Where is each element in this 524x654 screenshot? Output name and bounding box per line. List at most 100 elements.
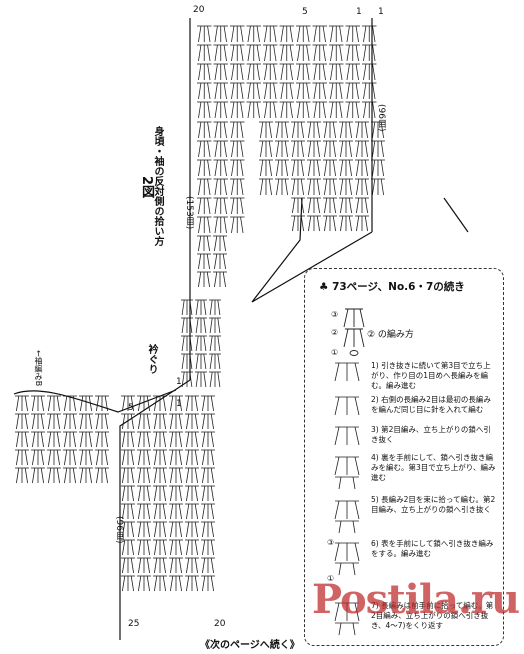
- dc-stitch: [130, 449, 134, 466]
- step-symbol-4: [334, 456, 360, 490]
- dc-stitch: [154, 431, 158, 448]
- dc-stitch: [194, 503, 198, 520]
- dc-stitch: [240, 25, 244, 43]
- dc-stitch: [332, 178, 336, 196]
- count-153: (153目): [184, 196, 194, 230]
- dc-stitch: [207, 63, 211, 81]
- dc-stitch: [247, 82, 251, 100]
- dc-stitch: [56, 431, 60, 448]
- dc-stitch: [207, 159, 211, 177]
- dc-stitch: [130, 395, 134, 412]
- dc-stitch: [306, 63, 310, 81]
- dc-stitch: [363, 44, 367, 62]
- dc-stitch: [162, 575, 166, 592]
- dc-stitch: [186, 413, 190, 430]
- dc-stitch: [122, 395, 126, 412]
- dc-stitch: [348, 215, 352, 232]
- dc-stitch: [308, 140, 312, 158]
- dc-stitch: [300, 178, 304, 196]
- dc-stitch: [162, 413, 166, 430]
- dc-stitch: [214, 121, 218, 139]
- dc-stitch: [16, 395, 20, 412]
- dc-stitch: [364, 140, 368, 158]
- dc-stitch: [324, 197, 328, 214]
- dc-stitch: [330, 63, 334, 81]
- dc-stitch: [181, 317, 185, 334]
- dc-stitch: [178, 485, 182, 502]
- dc-stitch: [339, 63, 343, 81]
- dc-stitch: [256, 25, 260, 43]
- dc-stitch: [316, 197, 320, 214]
- dc-stitch: [162, 503, 166, 520]
- dc-stitch: [96, 431, 100, 448]
- dc-stitch: [170, 467, 174, 484]
- dc-stitch: [154, 485, 158, 502]
- dc-stitch: [332, 197, 336, 214]
- dc-stitch: [306, 101, 310, 119]
- dc-stitch: [273, 44, 277, 62]
- dc-stitch: [217, 317, 221, 334]
- dc-stitch: [340, 159, 344, 177]
- dc-stitch: [356, 159, 360, 177]
- dc-stitch: [214, 25, 218, 43]
- dc-stitch: [223, 44, 227, 62]
- dc-stitch: [32, 449, 36, 466]
- dc-stitch: [340, 140, 344, 158]
- dc-stitch: [306, 25, 310, 43]
- dc-stitch: [32, 395, 36, 412]
- dc-stitch: [96, 395, 100, 412]
- dc-stitch: [210, 503, 214, 520]
- dc-stitch: [231, 82, 235, 100]
- dc-stitch: [223, 178, 227, 196]
- instruction-title: ♣ 73ページ、No.6・7の続き: [319, 281, 465, 293]
- dc-stitch: [240, 140, 244, 158]
- dc-stitch: [210, 575, 214, 592]
- dc-stitch: [202, 575, 206, 592]
- dc-stitch: [372, 101, 376, 119]
- dc-stitch: [300, 159, 304, 177]
- dc-stitch: [16, 431, 20, 448]
- dc-stitch: [202, 431, 206, 448]
- dc-stitch: [195, 299, 199, 316]
- dc-stitch: [32, 431, 36, 448]
- dc-stitch: [206, 271, 210, 288]
- dc-stitch: [355, 82, 359, 100]
- dc-stitch: [346, 25, 350, 43]
- dc-stitch: [214, 159, 218, 177]
- dc-stitch: [203, 371, 207, 388]
- dc-stitch: [284, 140, 288, 158]
- dc-stitch: [363, 82, 367, 100]
- dc-stitch: [80, 395, 84, 412]
- dc-stitch: [162, 395, 166, 412]
- dc-stitch: [209, 335, 213, 352]
- dc-stitch: [210, 395, 214, 412]
- dc-stitch: [339, 44, 343, 62]
- collar-chain-path: [13, 389, 177, 413]
- dc-stitch: [178, 449, 182, 466]
- dc-stitch: [316, 140, 320, 158]
- dc-stitch: [195, 335, 199, 352]
- dc-stitch: [195, 371, 199, 388]
- dc-stitch: [297, 25, 301, 43]
- dc-stitch: [96, 449, 100, 466]
- dc-stitch: [194, 413, 198, 430]
- dc-stitch: [198, 44, 202, 62]
- dc-stitch: [273, 82, 277, 100]
- dc-stitch: [154, 521, 158, 538]
- dc-stitch: [372, 63, 376, 81]
- dc-stitch: [178, 557, 182, 574]
- dc-stitch: [308, 215, 312, 232]
- dc-stitch: [194, 449, 198, 466]
- step-symbol-3: [334, 426, 360, 446]
- dc-stitch: [292, 215, 296, 232]
- dc-stitch: [40, 395, 44, 412]
- dc-stitch: [146, 413, 150, 430]
- dc-stitch: [380, 178, 384, 196]
- dc-stitch: [186, 557, 190, 574]
- dc-stitch: [162, 557, 166, 574]
- dc-stitch: [210, 521, 214, 538]
- dc-stitch: [380, 140, 384, 158]
- dc-stitch: [247, 63, 251, 81]
- dc-stitch: [154, 557, 158, 574]
- dc-stitch: [308, 159, 312, 177]
